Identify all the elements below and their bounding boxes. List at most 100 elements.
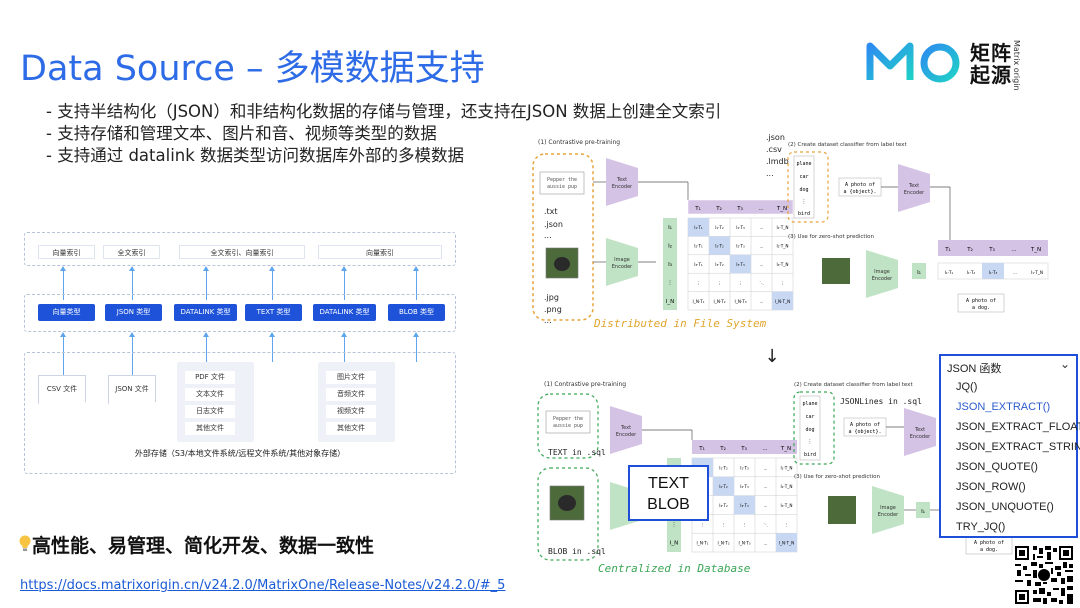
prediction-cell: ... <box>1013 270 1017 275</box>
architecture-diagram: 向量索引 全文索引 全文索引、向量索引 向量索引 向量类型 JSON 类型 DA… <box>24 232 456 474</box>
file-extension: .png <box>544 305 562 314</box>
i-row-label: ⋮ <box>667 280 673 286</box>
encoder-label: Image <box>880 505 896 511</box>
encoder-label: Image <box>874 269 890 275</box>
file-extension: .json <box>766 133 785 142</box>
t-header-row: T₁ T₂ T₃ ... T_N <box>692 440 797 454</box>
label-item: plane <box>802 401 817 407</box>
menu-item[interactable]: JSON_ROW() <box>956 481 1026 493</box>
menu-item[interactable]: JSON_EXTRACT_FLOAT6 <box>956 421 1080 433</box>
menu-item[interactable]: JSON_UNQUOTE() <box>956 501 1054 513</box>
prompt-text: A photo of <box>850 422 880 428</box>
matrix-cell: ⋮ <box>696 280 700 285</box>
encoder-label: Encoder <box>910 434 931 440</box>
bullet-item: - 支持半结构化（JSON）和非结构化数据的存储与管理，还支持在JSON 数据上… <box>46 101 721 123</box>
matrix-cell: I_N·T₂ <box>713 299 725 304</box>
label-item: car <box>805 414 814 420</box>
contrastive-heading: (1) Contrastive pre-training <box>538 139 620 146</box>
type-box: DATALINK 类型 <box>174 304 237 321</box>
classifier-heading: (2) Create dataset classifier from label… <box>788 142 907 148</box>
file-extension: .jpg <box>544 293 559 302</box>
file-extension: ... <box>544 231 552 240</box>
release-notes-link[interactable]: https://docs.matrixorigin.cn/v24.2.0/Mat… <box>20 578 505 593</box>
menu-item[interactable]: JSON_QUOTE() <box>956 461 1038 473</box>
lightbulb-icon <box>18 534 32 554</box>
prompt-text: A photo of <box>845 182 875 188</box>
matrix-cell: I₁·T₃ <box>736 225 745 230</box>
label-list: plane car dog ⋮ bird <box>800 396 820 460</box>
prediction-cell: I₁·T₁ <box>945 270 954 275</box>
zero-shot-heading: (3) Use for zero-shot prediction <box>788 234 874 240</box>
matrix-cell: ⋮ <box>717 280 721 285</box>
json-functions-menu[interactable]: JSON 函数 ⌄ JQ() JSON_EXTRACT() JSON_EXTRA… <box>939 354 1078 538</box>
matrix-cell: ... <box>760 262 764 267</box>
matrix-cell: ... <box>760 225 764 230</box>
label-item: dog <box>799 187 808 193</box>
file-item: 文本文件 <box>185 388 235 401</box>
test-image <box>822 258 850 284</box>
encoder-label: Encoder <box>904 190 925 196</box>
file-item: 其他文件 <box>326 422 376 435</box>
type-box: JSON 类型 <box>105 304 162 321</box>
matrix-cell: I₁·T₂ <box>715 225 724 230</box>
file-extension: .json <box>544 220 563 229</box>
contrastive-heading: (1) Contrastive pre-training <box>544 381 626 388</box>
matrix-cell: I₂·T₃ <box>740 484 749 489</box>
matrix-cell: ⋱ <box>759 280 763 285</box>
matrix-cell: I₂·T_N <box>776 244 788 249</box>
t-header: ... <box>1011 247 1016 253</box>
fs-caption: Distributed in File System <box>593 317 767 330</box>
matrix-cell: I₂·T₃ <box>736 244 745 249</box>
i-row-label: I_N <box>670 541 679 547</box>
menu-item[interactable]: TRY_JQ() <box>956 521 1005 533</box>
prediction-text: a dog. <box>972 305 990 311</box>
menu-item[interactable]: JQ() <box>956 381 977 393</box>
prompt-text: a {object}. <box>843 189 876 195</box>
label-item: dog <box>805 427 814 433</box>
matrix-cell: ⋱ <box>763 522 767 527</box>
external-storage-label: 外部存储（S3/本地文件系统/远程文件系统/其他对象存储） <box>24 448 456 459</box>
matrix-cell: I_N·T₁ <box>692 299 704 304</box>
encoder-label: Encoder <box>872 276 893 282</box>
prediction-cell: I₁·T_N <box>1031 270 1043 275</box>
label-list: plane car dog ⋮ bird <box>794 156 814 218</box>
sql-label: TEXT in .sql <box>548 448 606 457</box>
text-sample: aussie pup <box>553 423 583 429</box>
classifier-heading: (2) Create dataset classifier from label… <box>794 382 913 388</box>
type-box: DATALINK 类型 <box>313 304 376 321</box>
matrix-cell: I₁·T_N <box>776 225 788 230</box>
encoder-label: Text <box>914 427 925 433</box>
matrix-cell: I₁·T₃ <box>740 465 749 470</box>
prompt-text: a {object}. <box>848 429 881 435</box>
matrix-cell: ... <box>764 465 768 470</box>
type-box: BLOB 类型 <box>388 304 445 321</box>
text-sample: Pepper the <box>553 416 583 422</box>
prediction-text: A photo of <box>966 298 996 304</box>
text-sample-box <box>546 411 590 433</box>
i-row-label: I_N <box>666 299 675 305</box>
matrix-cell: ⋮ <box>784 522 788 527</box>
file-extension: ... <box>766 169 774 178</box>
menu-item[interactable]: JSON_EXTRACT() <box>956 401 1050 413</box>
t-header: T₃ <box>740 446 747 452</box>
matrix-cell: ... <box>760 244 764 249</box>
chevron-down-icon[interactable]: ⌄ <box>1060 357 1070 371</box>
test-image <box>828 496 856 524</box>
t-header: T_N <box>780 446 791 452</box>
db-caption: Centralized in Database <box>598 562 751 575</box>
menu-item[interactable]: JSON_EXTRACT_STRING <box>956 441 1080 453</box>
t-header: T₂ <box>966 247 973 253</box>
index-box: 向量索引 <box>318 245 442 259</box>
text-sample: aussie pup <box>547 184 577 190</box>
i-row-label: I₁ <box>917 270 921 276</box>
sql-label: BLOB in .sql <box>548 547 606 556</box>
file-extension: .txt <box>544 207 558 216</box>
t-header: T₃ <box>988 247 995 253</box>
file-item: 图片文件 <box>326 371 376 384</box>
zero-shot-heading: (3) Use for zero-shot prediction <box>794 474 880 480</box>
slide-title: Data Source – 多模数据支持 <box>20 40 485 91</box>
file-extension: .csv <box>766 145 782 154</box>
i-row-label: I₁ <box>921 509 925 515</box>
csv-file: CSV 文件 <box>38 375 86 405</box>
prediction-cell: I₁·T₃ <box>989 270 998 275</box>
